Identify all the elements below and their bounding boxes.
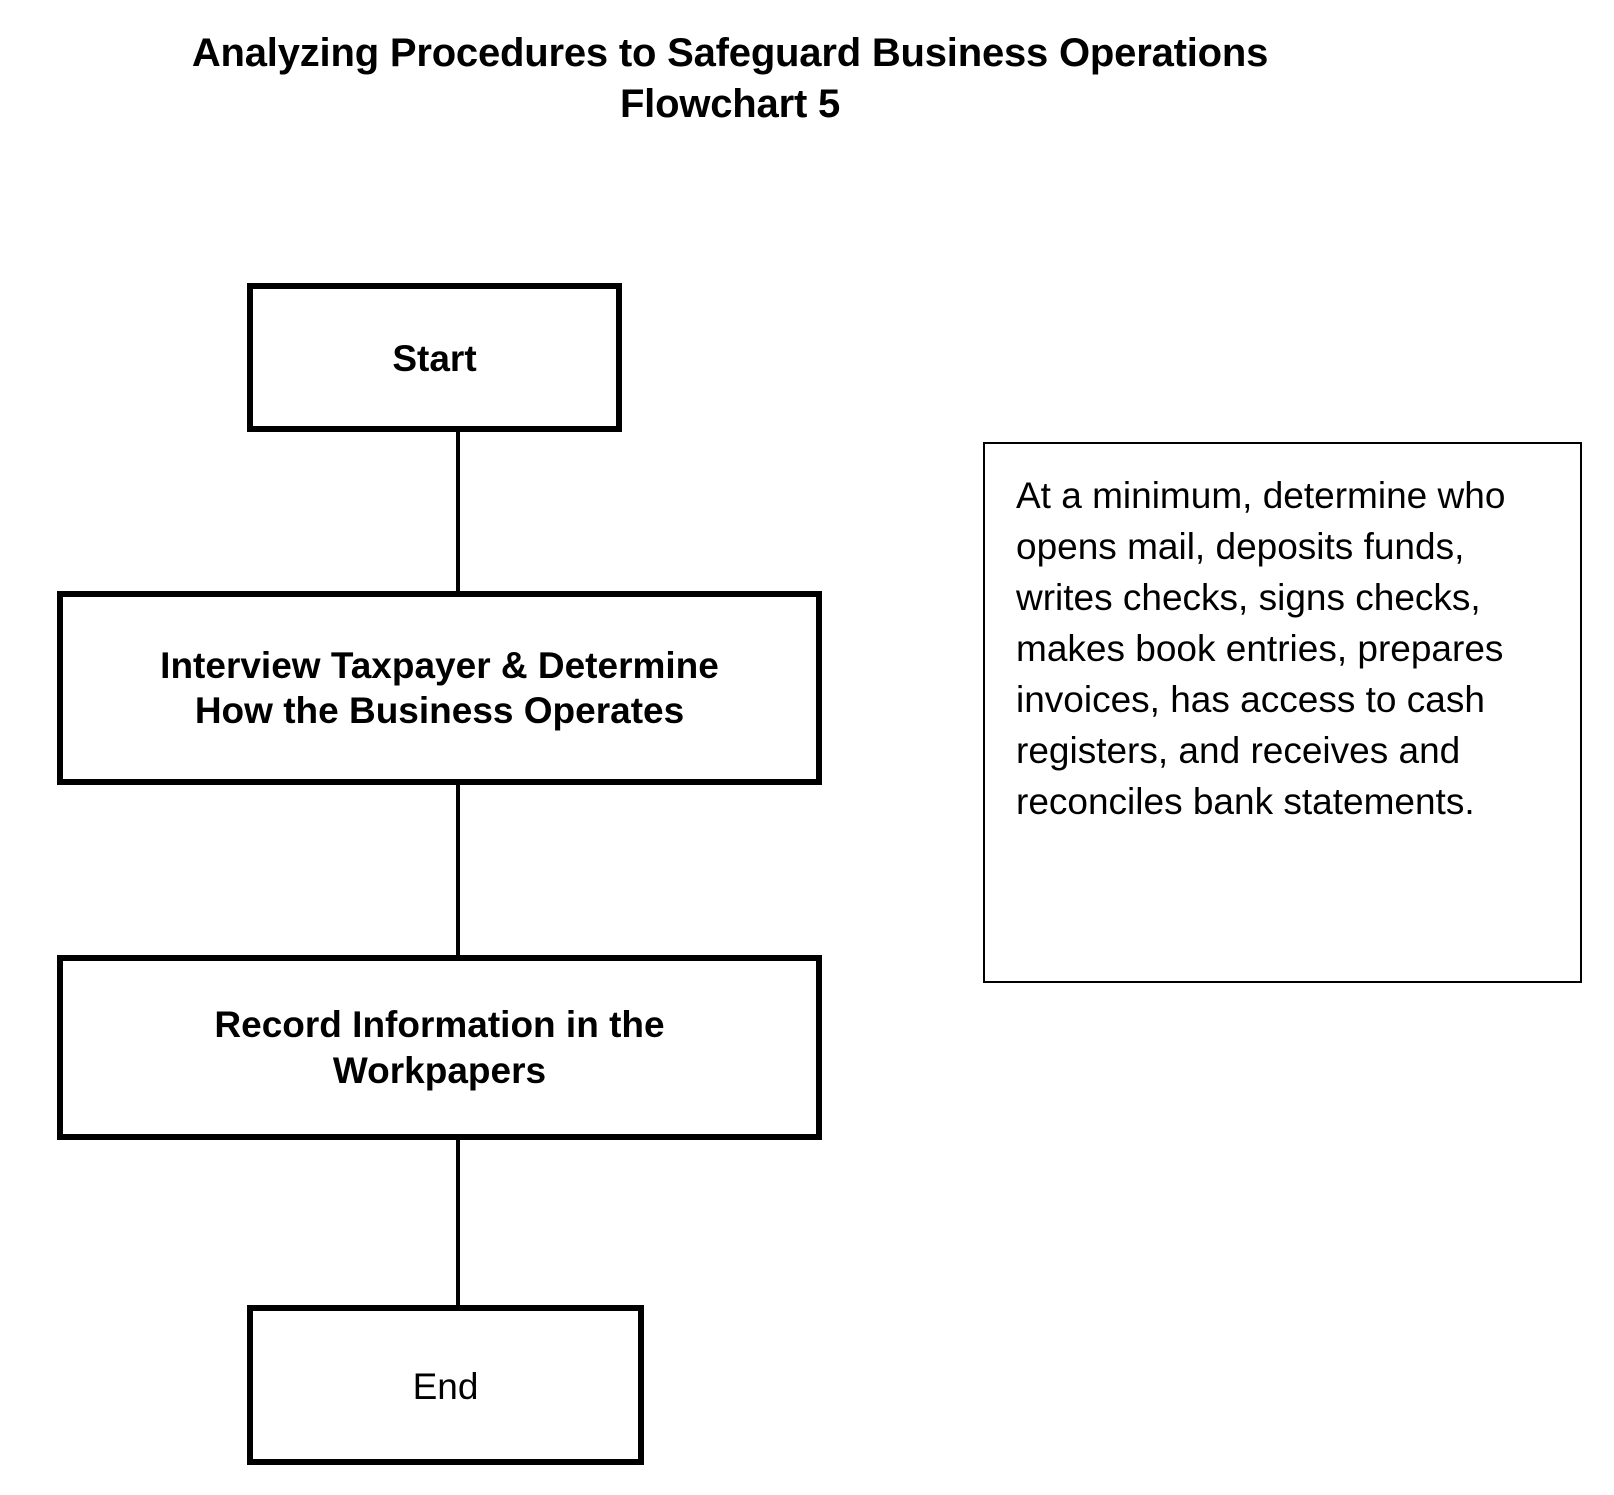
- annotation-note-box: At a minimum, determine who opens mail, …: [983, 442, 1582, 983]
- flow-node-end: End: [247, 1305, 644, 1465]
- flow-node-start-label: Start: [392, 337, 477, 379]
- flow-node-interview-taxpayer: Interview Taxpayer & Determine How the B…: [57, 591, 822, 785]
- flow-node-start: Start: [247, 283, 622, 432]
- flow-node-end-label: End: [412, 1366, 479, 1408]
- annotation-note-text: At a minimum, determine who opens mail, …: [1016, 475, 1506, 823]
- connector-record-to-end: [456, 1134, 460, 1312]
- flow-node-interview-taxpayer-label: Interview Taxpayer & Determine How the B…: [160, 644, 719, 731]
- connector-start-to-interview: [456, 426, 460, 598]
- connector-interview-to-record: [456, 779, 460, 961]
- page-title: Analyzing Procedures to Safeguard Busine…: [191, 31, 1269, 127]
- flow-node-record-information-label: Record Information in the Workpapers: [214, 1004, 665, 1091]
- flow-node-record-information: Record Information in the Workpapers: [57, 955, 822, 1140]
